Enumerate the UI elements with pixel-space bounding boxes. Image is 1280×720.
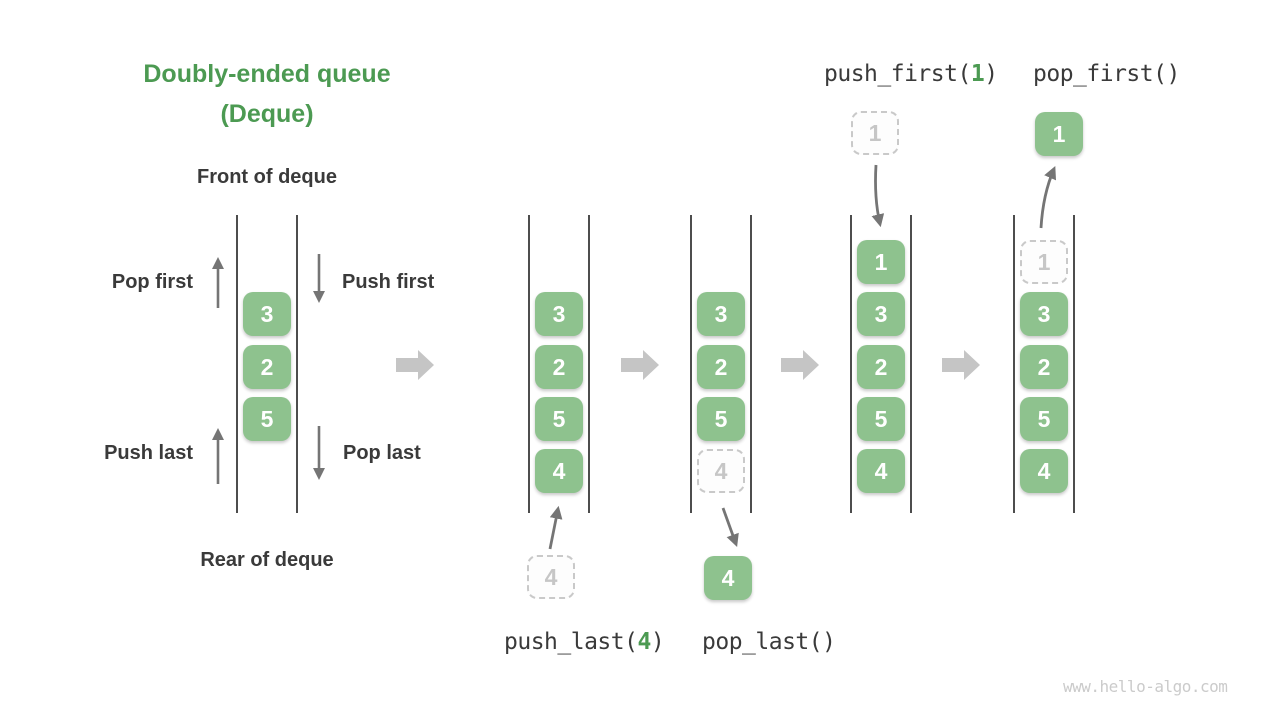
- deque-wall: [750, 215, 752, 513]
- push-first-call-suffix: ): [984, 61, 998, 87]
- push-last-label: Push last: [104, 442, 193, 464]
- push-first-call-label: push_first(1): [824, 61, 998, 87]
- incoming-cell-push-last: 4: [527, 555, 575, 599]
- push-first-call-prefix: push_first(: [824, 61, 971, 87]
- push-last-call-suffix: ): [650, 629, 665, 655]
- watermark: www.hello-algo.com: [1063, 677, 1228, 696]
- pop-last-call-label: pop_last(): [702, 629, 836, 655]
- pop-last-label: Pop last: [343, 442, 421, 464]
- deque-cell-ghost: 4: [697, 449, 745, 493]
- rear-of-deque-label: Rear of deque: [200, 549, 334, 571]
- deque-cell: 3: [1020, 292, 1068, 336]
- deque-wall: [850, 215, 852, 513]
- diagram-title-line2: (Deque): [220, 100, 314, 128]
- deque-wall: [528, 215, 530, 513]
- transition-arrow-icon: [781, 350, 819, 380]
- push-first-call-arg: 1: [970, 61, 985, 87]
- deque-cell: 5: [857, 397, 905, 441]
- deque-cell: 3: [243, 292, 291, 336]
- push-last-call-label: push_last(4): [504, 629, 665, 655]
- deque-cell: 4: [857, 449, 905, 493]
- deque-wall: [910, 215, 912, 513]
- deque-cell: 2: [857, 345, 905, 389]
- deque-cell: 5: [697, 397, 745, 441]
- deque-cell-ghost: 1: [1020, 240, 1068, 284]
- deque-cell: 2: [535, 345, 583, 389]
- deque-cell: 5: [243, 397, 291, 441]
- pop-first-label: Pop first: [111, 271, 193, 293]
- push-first-insert-arrow-icon: [871, 164, 885, 228]
- deque-cell: 1: [857, 240, 905, 284]
- push-last-insert-arrow-icon: [548, 505, 563, 550]
- push-first-label: Push first: [342, 271, 435, 293]
- outgoing-cell-pop-last: 4: [704, 556, 752, 600]
- deque-cell: 2: [697, 345, 745, 389]
- deque-cell: 5: [535, 397, 583, 441]
- deque-wall: [1073, 215, 1075, 513]
- deque-wall: [296, 215, 298, 513]
- pop-last-remove-arrow-icon: [721, 507, 739, 548]
- deque-wall: [588, 215, 590, 513]
- deque-wall: [690, 215, 692, 513]
- front-of-deque-label: Front of deque: [197, 166, 337, 188]
- incoming-cell-push-first: 1: [851, 111, 899, 155]
- push-last-call-prefix: push_last(: [504, 629, 638, 655]
- outgoing-cell-pop-first: 1: [1035, 112, 1083, 156]
- push-last-call-arg: 4: [637, 629, 651, 655]
- deque-cell: 3: [697, 292, 745, 336]
- deque-cell: 4: [1020, 449, 1068, 493]
- transition-arrow-icon: [942, 350, 980, 380]
- pop-first-remove-arrow-icon: [1039, 166, 1057, 229]
- deque-wall: [236, 215, 238, 513]
- deque-wall: [1013, 215, 1015, 513]
- deque-cell: 3: [535, 292, 583, 336]
- diagram-title-line1: Doubly-ended queue: [143, 60, 391, 88]
- deque-cell: 3: [857, 292, 905, 336]
- deque-cell: 2: [1020, 345, 1068, 389]
- transition-arrow-icon: [621, 350, 659, 380]
- transition-arrow-icon: [396, 350, 434, 380]
- deque-cell: 4: [535, 449, 583, 493]
- deque-cell: 5: [1020, 397, 1068, 441]
- deque-cell: 2: [243, 345, 291, 389]
- pop-first-call-label: pop_first(): [1033, 61, 1180, 87]
